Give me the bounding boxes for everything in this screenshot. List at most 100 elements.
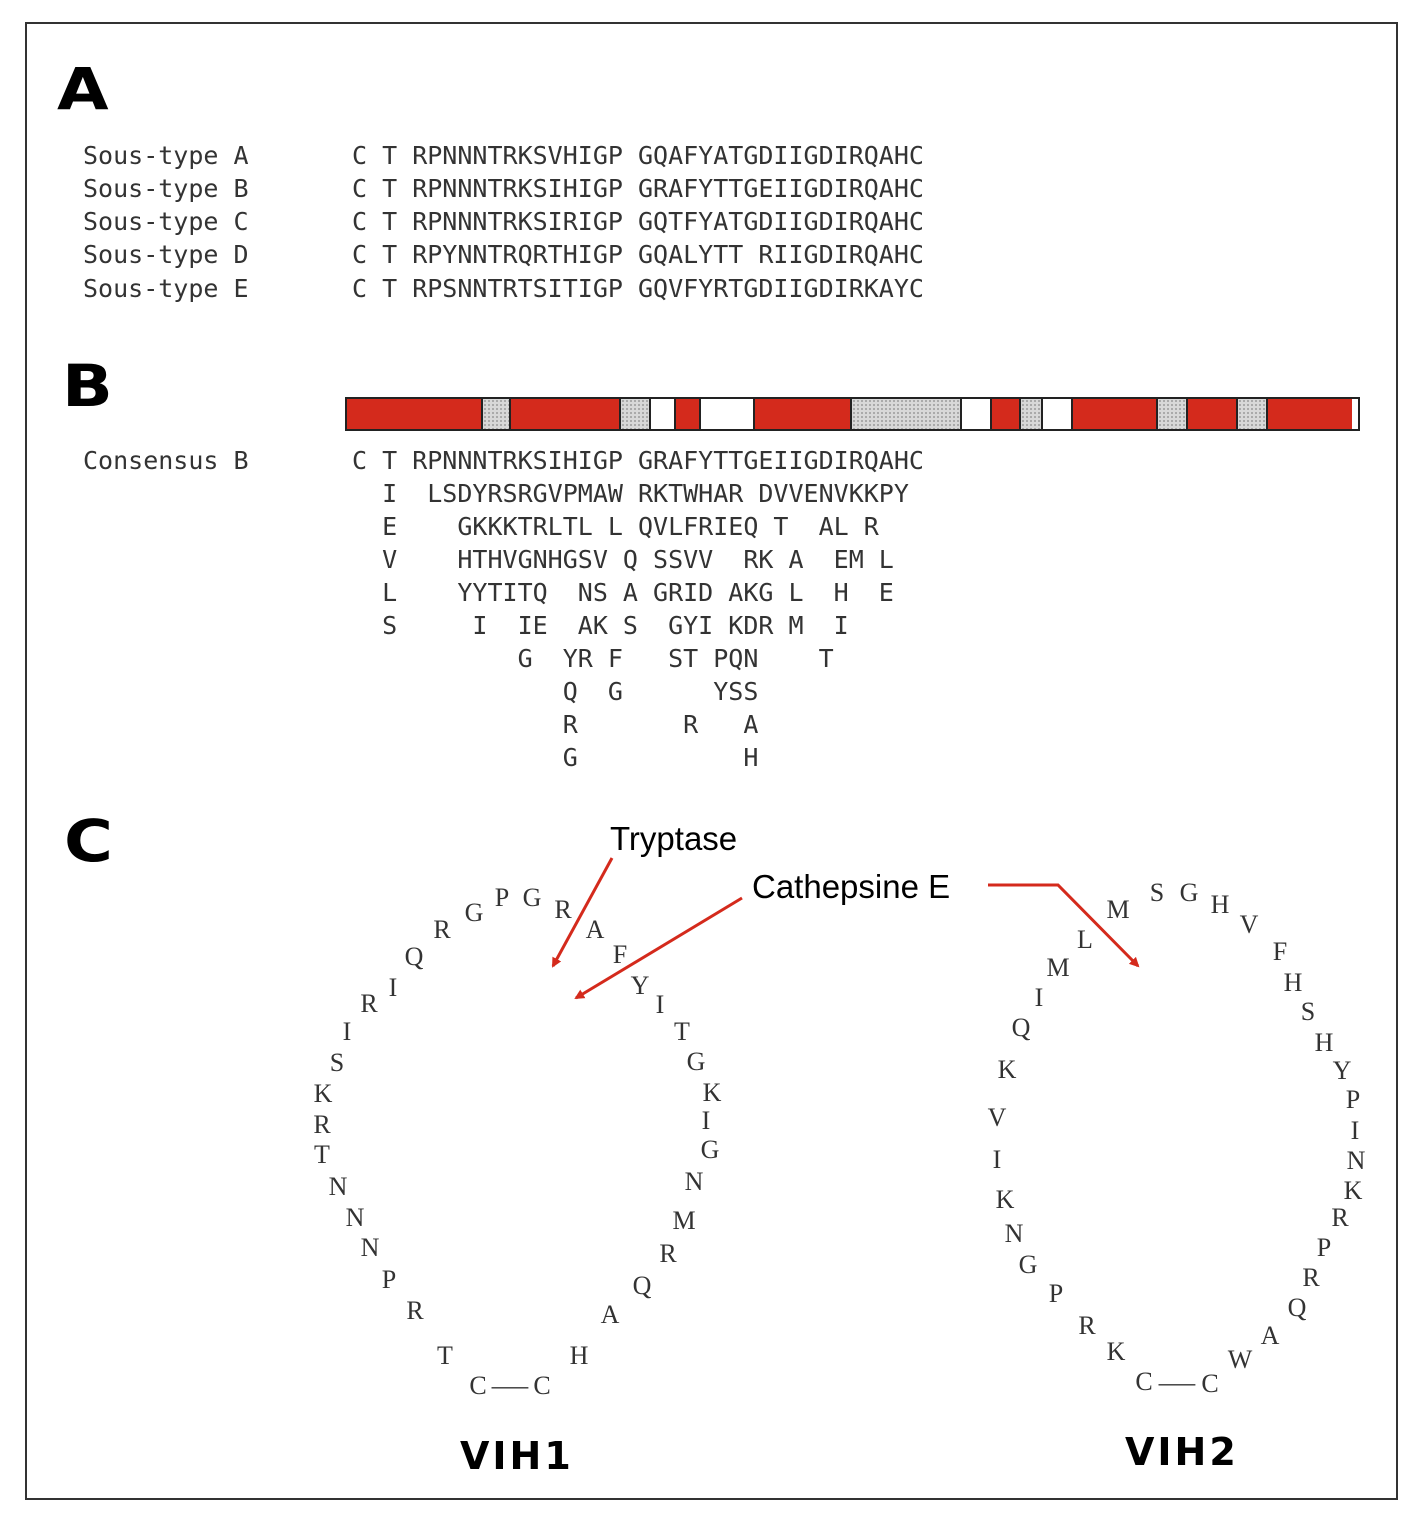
residue: V [987,1103,1007,1132]
consensus-sequence: C T RPNNNTRKSIHIGP GRAFYTTGEIIGDIRQAHC [352,446,924,475]
residue: N [1346,1146,1366,1175]
bar-segment-dots [1158,399,1188,429]
residue: K [1106,1337,1126,1366]
variant-row: S I IE AK S GYI KDR M I [352,611,849,640]
subtype-label: Sous-type C [83,207,249,236]
residue: I [342,1017,352,1046]
residue: H [569,1341,589,1370]
cathepsine-label: Cathepsine E [752,868,951,905]
residue: G [686,1047,706,1076]
subtype-label: Sous-type B [83,174,249,203]
residue: I [1350,1116,1360,1145]
disulfide-bond: — [1158,1368,1196,1397]
bar-segment-red [511,399,621,429]
residue: G [522,883,542,912]
residue: P [381,1265,397,1294]
bar-segment-white [651,399,676,429]
consensus-label: Consensus B [83,446,249,475]
residue: A [600,1300,620,1329]
bar-segment-red [1188,399,1238,429]
residue: C [1201,1369,1219,1398]
variant-row: G YR F ST PQN T [352,644,834,673]
residue: G [1018,1250,1038,1279]
residue: G [464,898,484,927]
residue: R [1078,1311,1096,1340]
bar-segment-white [1043,399,1073,429]
residue: P [1048,1279,1064,1308]
tryptase-arrow [551,857,614,968]
residue: K [313,1079,333,1108]
residue: I [992,1145,1002,1174]
vih2-label: VIH2 [1125,1430,1239,1474]
bar-segment-red [992,399,1021,429]
residue: C [533,1371,551,1400]
residue: Q [632,1271,652,1300]
residue: N [328,1172,348,1201]
residue: C [469,1371,487,1400]
residue: M [672,1206,696,1235]
subtype-sequence: C T RPNNNTRKSIHIGP GRAFYTTGEIIGDIRQAHC [352,174,924,203]
residue: I [701,1106,711,1135]
residue: K [1343,1176,1363,1205]
residue: Q [404,942,424,971]
residue: S [1300,997,1316,1026]
residue: N [360,1233,380,1262]
residue: C [1135,1367,1153,1396]
residue: G [700,1135,720,1164]
residue: A [585,915,605,944]
residue: H [1314,1028,1334,1057]
residue: N [684,1167,704,1196]
subtype-label: Sous-type A [83,141,249,170]
tryptase-label: Tryptase [610,820,738,857]
subtype-sequence: C T RPNNNTRKSVHIGP GQAFYATGDIIGDIRQAHC [352,141,924,170]
figure-frame [25,22,1398,1500]
residue: Y [630,971,650,1000]
residue: R [1331,1203,1349,1232]
variant-row: L YYTITQ NS A GRID AKG L H E [352,578,894,607]
cathepsine-arrow-vih1 [574,896,743,1000]
residue: A [1260,1321,1280,1350]
residue: H [1283,968,1303,997]
bar-segment-white [962,399,992,429]
residue: T [674,1017,690,1046]
residue: R [406,1296,424,1325]
residue: Q [1287,1293,1307,1322]
residue: F [1272,937,1288,966]
bar-segment-dots [852,399,962,429]
residue: S [329,1048,345,1077]
residue: R [554,895,572,924]
residue: R [313,1110,331,1139]
bar-segment-red [676,399,701,429]
residue: P [1345,1085,1361,1114]
residue: Y [1332,1056,1352,1085]
residue: P [494,883,510,912]
subtype-sequence: C T RPYNNTRQRTHIGP GQALYTT RIIGDIRQAHC [352,240,924,269]
residue: R [360,989,378,1018]
bar-segment-dots [1238,399,1268,429]
residue: R [659,1239,677,1268]
variant-row: R R A [352,710,759,739]
bar-segment-white [701,399,755,429]
residue: F [612,940,628,969]
subtype-label: Sous-type E [83,274,249,303]
bar-segment-red [1268,399,1352,429]
panel-label-b: B [62,352,113,420]
residue: H [1210,890,1230,919]
residue: T [437,1341,453,1370]
bar-segment-red [1073,399,1158,429]
variant-row: G H [352,743,759,772]
residue: P [1316,1233,1332,1262]
residue: S [1149,878,1165,907]
bar-segment-dots [483,399,511,429]
variant-row: E GKKKTRLTL L QVLFRIEQ T AL R [352,512,879,541]
bar-segment-dots [621,399,651,429]
variant-row: Q G YSS [352,677,759,706]
variant-row: V HTHVGNHGSV Q SSVV RK A EM L [352,545,894,574]
subtype-sequence: C T RPSNNTRTSITIGP GQVFYRTGDIIGDIRKAYC [352,274,924,303]
residue: T [314,1140,330,1169]
residue: I [655,990,665,1019]
residue: K [702,1078,722,1107]
residue: N [345,1203,365,1232]
residue: Q [1011,1013,1031,1042]
